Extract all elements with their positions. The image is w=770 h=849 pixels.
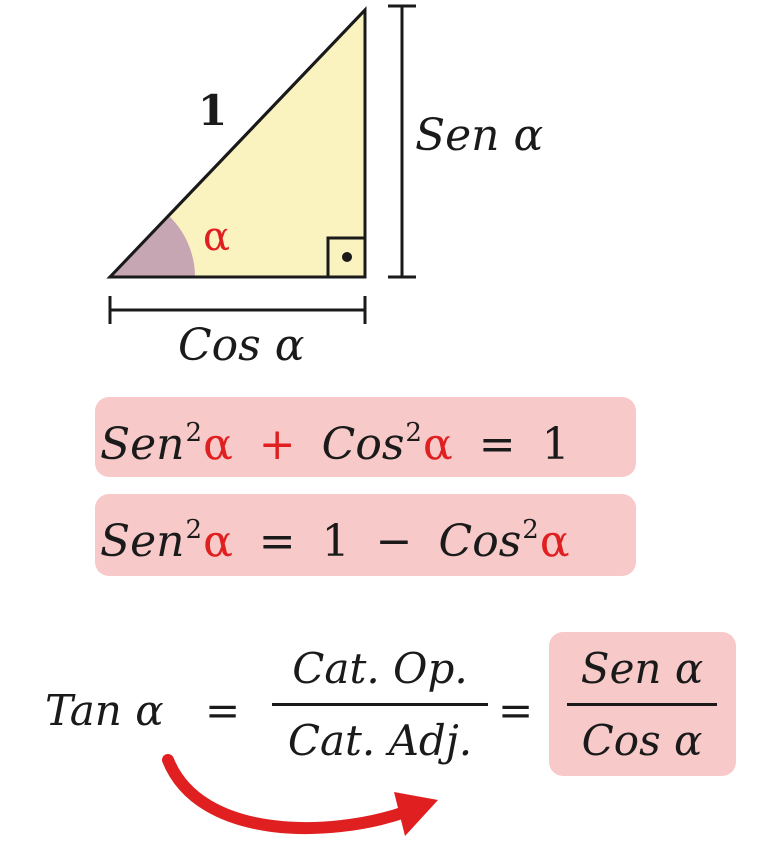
exponent: 2 xyxy=(185,515,203,545)
hypotenuse-label: 1 xyxy=(198,86,227,135)
ratio-numerator: Sen α xyxy=(580,644,704,693)
identity-highlight-2 xyxy=(95,494,636,576)
tangent-lhs: Tan α xyxy=(45,686,164,735)
equals-operator: = xyxy=(205,686,241,735)
fraction-denominator: Cat. Adj. xyxy=(287,716,473,765)
fraction-numerator: Cat. Op. xyxy=(292,644,468,693)
exponent: 2 xyxy=(522,515,539,545)
alpha-symbol: α xyxy=(203,516,233,567)
ratio-bar xyxy=(567,703,717,706)
angle-label: α xyxy=(203,214,230,260)
curved-arrow-icon xyxy=(162,754,438,836)
ratio-denominator: Cos α xyxy=(581,716,703,765)
fraction-bar xyxy=(272,703,488,706)
sen-term: Sen xyxy=(100,419,185,470)
one-value: 1 xyxy=(321,516,350,567)
equals-operator: = xyxy=(478,419,516,470)
right-angle-dot xyxy=(342,252,352,262)
side-vertical-label: Sen α xyxy=(415,110,543,161)
cos-term: Cos xyxy=(438,516,522,567)
one-value: 1 xyxy=(541,419,570,470)
sen-term: Sen xyxy=(100,516,185,567)
alpha-symbol: α xyxy=(539,516,570,567)
equals-operator: = xyxy=(498,686,534,735)
minus-operator: − xyxy=(375,516,413,567)
equals-operator: = xyxy=(258,516,296,567)
identity-highlight-1 xyxy=(95,397,636,477)
alpha-symbol: α xyxy=(422,419,453,470)
angle-sector xyxy=(110,215,195,277)
exponent: 2 xyxy=(185,418,203,448)
identity-equation-2: Sen2α = 1 − Cos2α xyxy=(100,517,630,564)
plus-operator: + xyxy=(258,419,296,470)
right-angle-marker xyxy=(326,236,367,279)
vertical-dimension-line xyxy=(388,4,416,279)
horizontal-dimension-line xyxy=(108,296,367,324)
exponent: 2 xyxy=(405,418,422,448)
side-horizontal-label: Cos α xyxy=(178,320,304,371)
alpha-symbol: α xyxy=(203,419,233,470)
cos-term: Cos xyxy=(321,419,405,470)
identity-equation-1: Sen2α + Cos2α = 1 xyxy=(100,420,630,467)
